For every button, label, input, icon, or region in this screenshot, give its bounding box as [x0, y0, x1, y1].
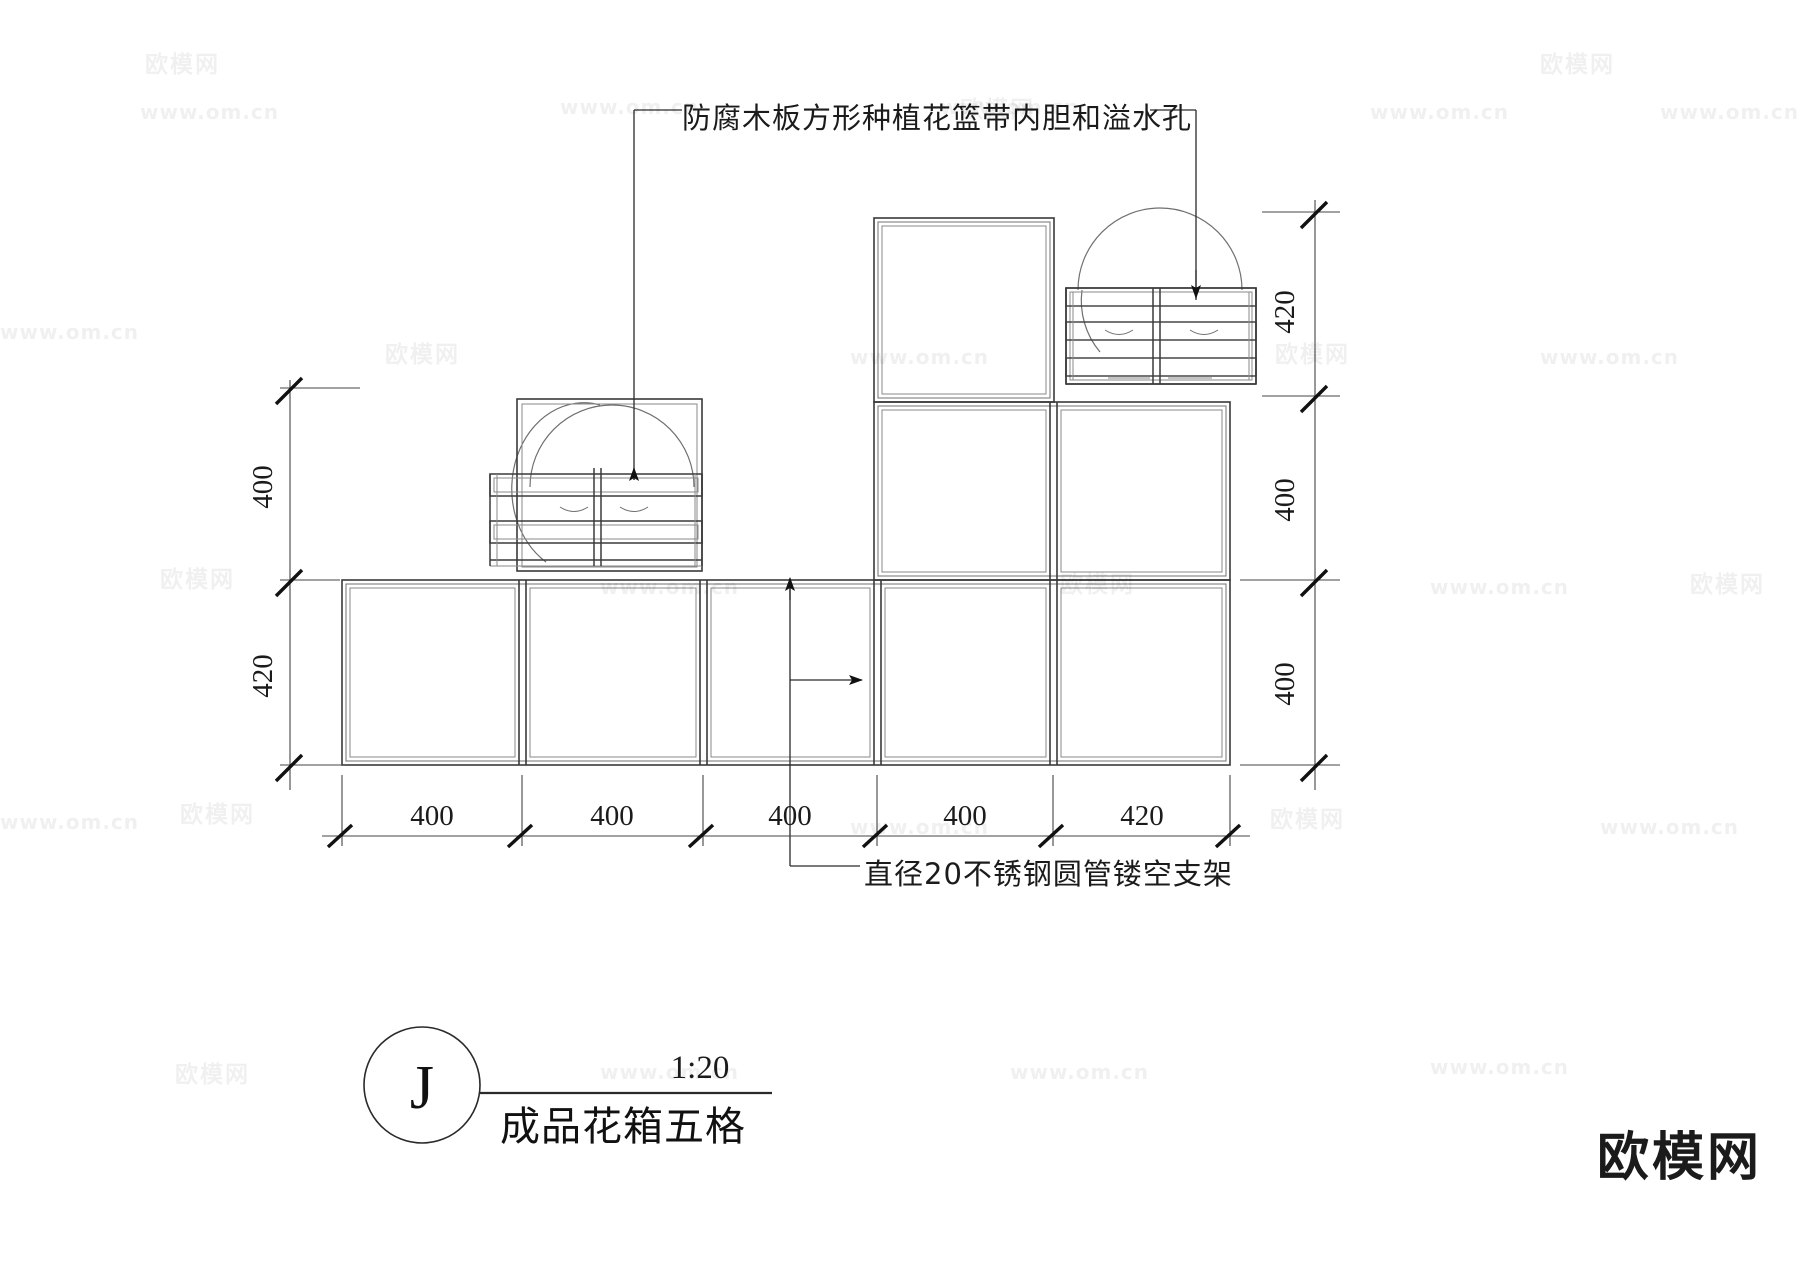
- title-block: J 1:20 成品花箱五格: [363, 1026, 772, 1150]
- dim-bottom-1: 400: [410, 800, 454, 832]
- dim-bottom-2: 400: [590, 800, 634, 832]
- frame-note-text: 直径20不锈钢圆管镂空支架: [864, 857, 1233, 891]
- leader-frame-note: [785, 577, 863, 867]
- dimension-chain-right: [1240, 200, 1340, 790]
- dim-bottom-4: 400: [943, 800, 987, 832]
- dimension-labels-right: 420 400 400: [1269, 290, 1301, 706]
- dim-right-3: 400: [1269, 662, 1301, 706]
- planter-right: [1065, 207, 1257, 385]
- planter-note-text: 防腐木板方形种植花篮带内胆和溢水孔: [682, 101, 1192, 135]
- planter-left: [489, 398, 703, 572]
- brand-logo: 欧模网: [1596, 1128, 1762, 1188]
- leader-planter-note: [629, 109, 682, 481]
- dimension-labels-left: 400 420: [247, 465, 279, 698]
- dim-right-1: 420: [1269, 290, 1301, 334]
- leader-planter-note-right: [1150, 109, 1201, 300]
- dim-bottom-5: 420: [1120, 800, 1164, 832]
- title-scale: 1:20: [671, 1050, 730, 1086]
- dim-left-1: 400: [247, 465, 279, 509]
- dim-bottom-3: 400: [768, 800, 812, 832]
- dimension-labels-bottom: 400 400 400 400 420: [410, 800, 1164, 832]
- box-grid-geometry: [341, 217, 1231, 766]
- title-tag-circle: [363, 1026, 481, 1144]
- title-name: 成品花箱五格: [500, 1104, 746, 1150]
- dimension-chain-bottom: [322, 775, 1250, 849]
- title-tag-letter: J: [410, 1054, 434, 1122]
- dim-left-2: 420: [247, 654, 279, 698]
- dim-right-2: 400: [1269, 478, 1301, 522]
- dimension-chain-left: [274, 376, 360, 790]
